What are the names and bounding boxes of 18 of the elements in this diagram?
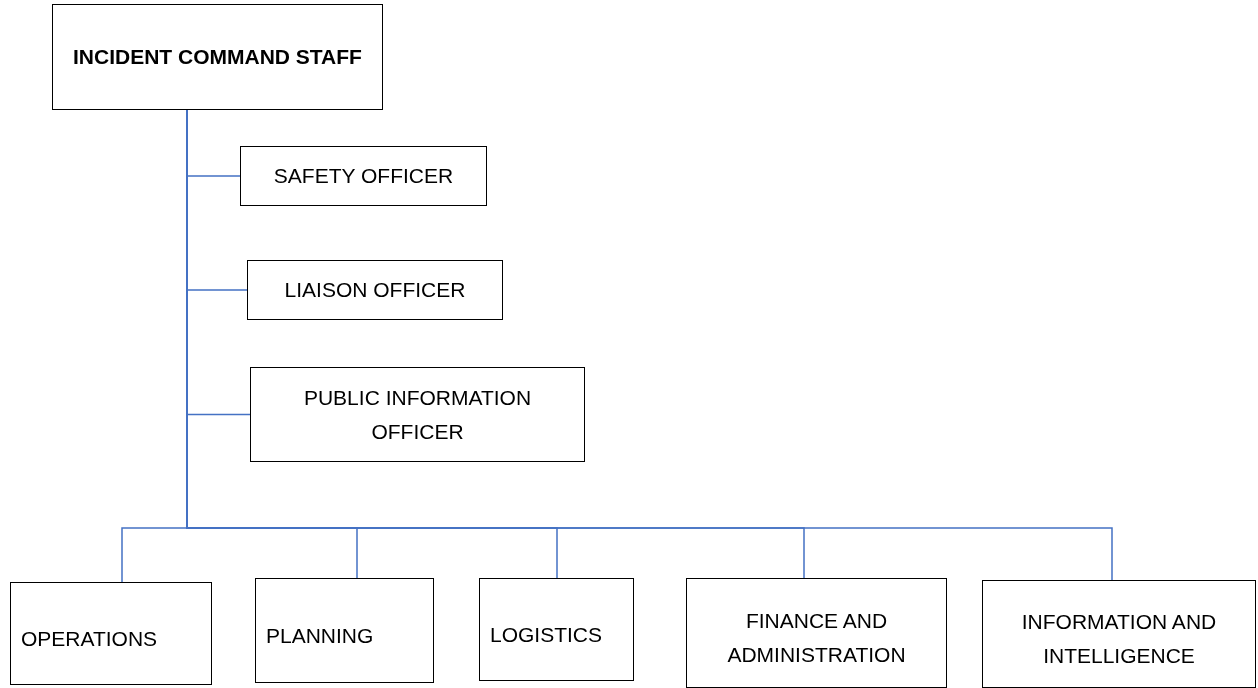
role-box [479, 578, 634, 681]
role-title: INFORMATION AND INTELLIGENCE [1020, 609, 1218, 669]
role-title: SAFETY OFFICER [273, 163, 454, 190]
role-title: LIAISON OFFICER [284, 277, 466, 304]
role-title: LOGISTICS [490, 621, 603, 648]
role-title: PLANNING [266, 622, 374, 649]
role-box [240, 146, 487, 206]
role-title: OPERATIONS [21, 625, 158, 652]
role-box [247, 260, 503, 320]
role-box [982, 580, 1256, 688]
role-box [686, 578, 947, 688]
role-title: INCIDENT COMMAND STAFF [73, 44, 362, 71]
role-box [10, 582, 212, 685]
role-title: PUBLIC INFORMATION OFFICER [302, 384, 533, 445]
role-box [250, 367, 585, 462]
role-title: FINANCE AND ADMINISTRATION [726, 608, 907, 668]
role-box [255, 578, 434, 683]
command-box [52, 4, 383, 110]
